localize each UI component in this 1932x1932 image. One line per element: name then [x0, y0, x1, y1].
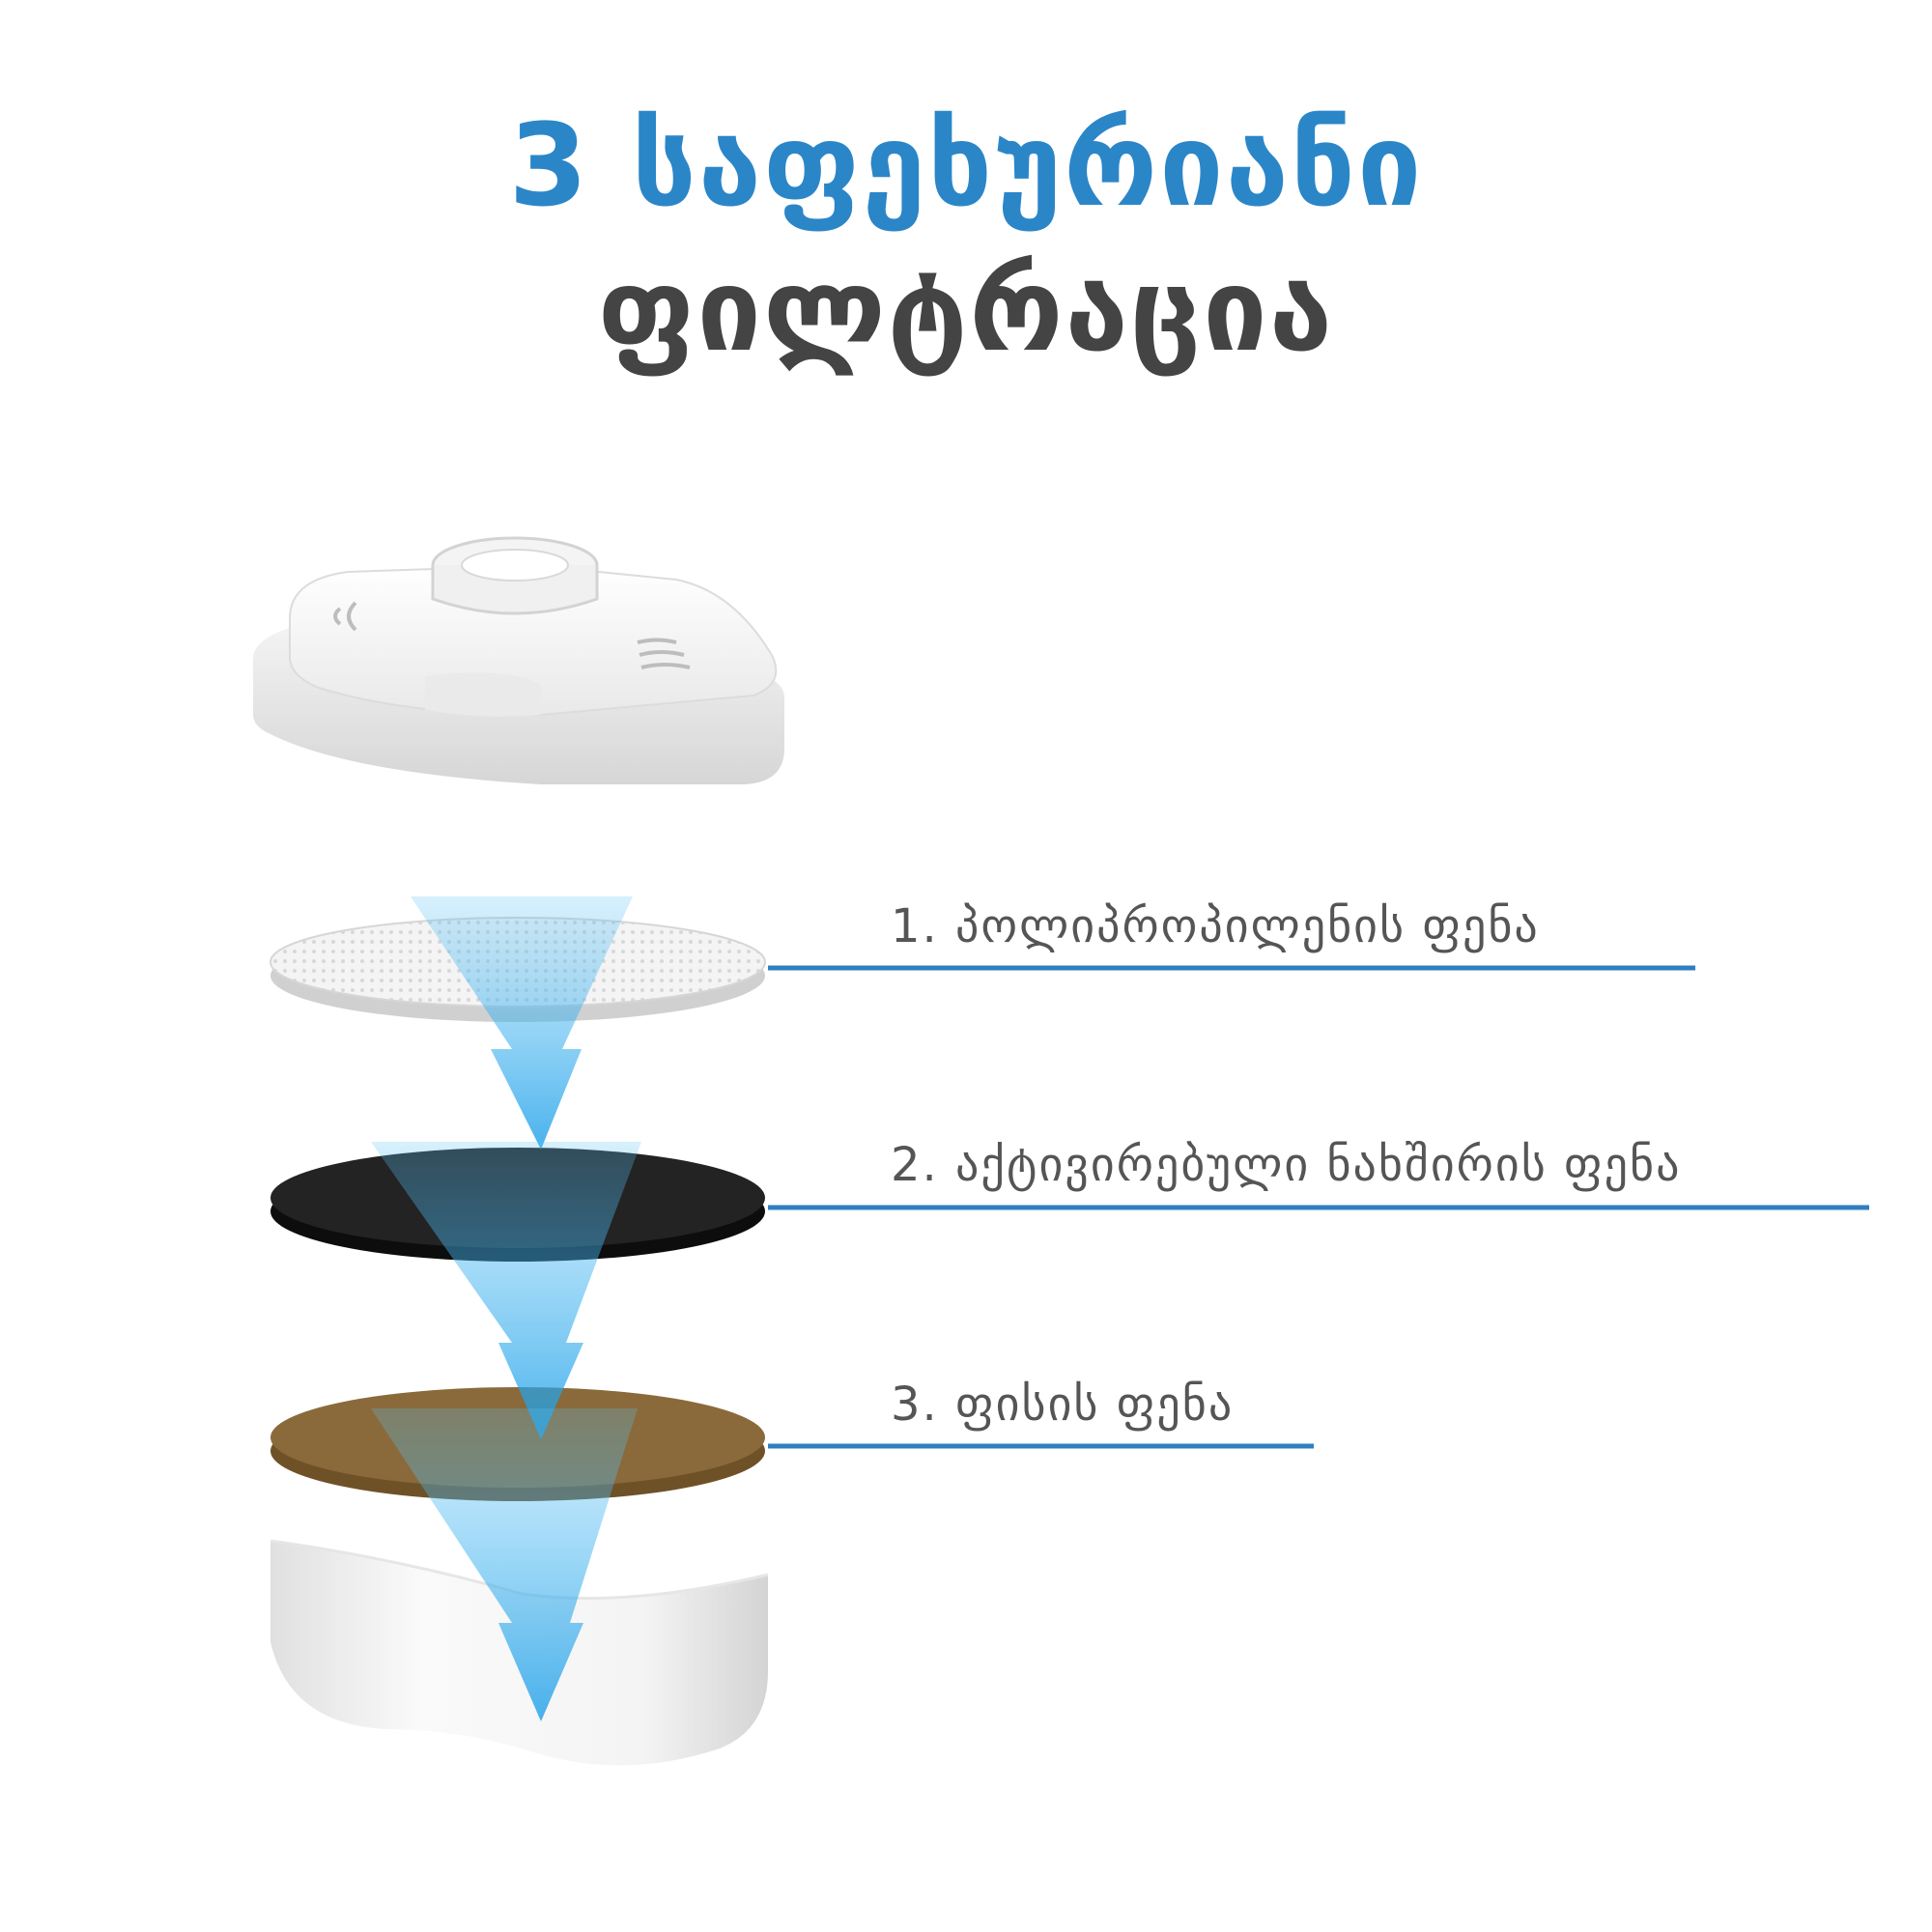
layer-2-label: 2. აქტივირებული ნახშირის ფენა — [891, 1138, 1682, 1192]
layer-3-label: 3. ფისის ფენა — [891, 1378, 1235, 1432]
flow-arrows — [371, 896, 641, 1721]
title-line-1: 3 საფეხურიანი — [508, 99, 1424, 232]
cartridge-cap — [253, 536, 784, 784]
layer-1-label: 1. პოლიპროპილენის ფენა — [891, 899, 1540, 953]
leader-lines — [768, 965, 1869, 1449]
title-line-2: ფილტრაცია — [597, 243, 1335, 377]
